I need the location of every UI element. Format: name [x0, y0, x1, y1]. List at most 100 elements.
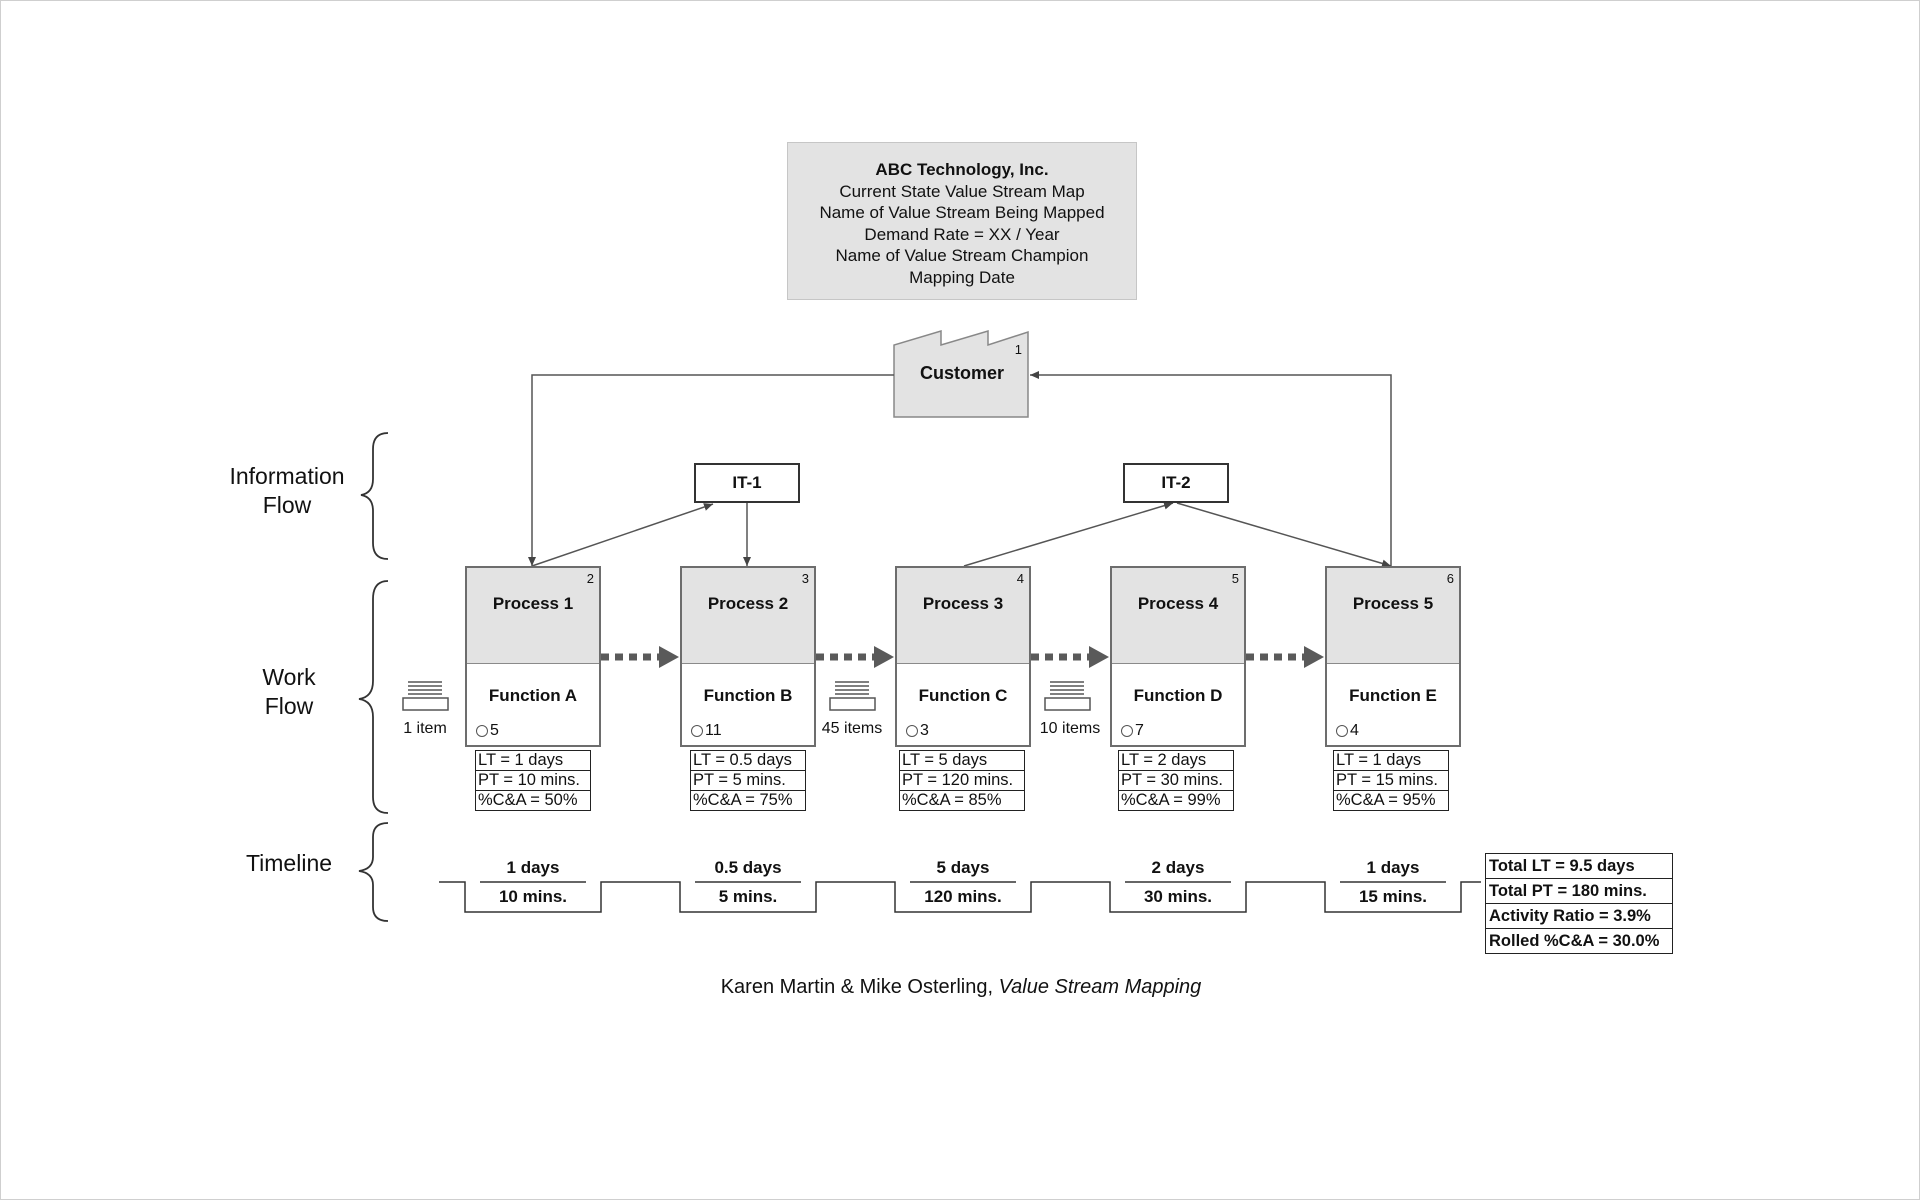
operator-count: 11 [691, 722, 722, 740]
total-process-time: Total PT = 180 mins. [1485, 878, 1673, 904]
push-arrow-1-2 [601, 646, 679, 668]
operator-count-value: 5 [490, 722, 499, 739]
process-time-cell: PT = 15 mins. [1333, 770, 1449, 791]
operator-icon [476, 725, 488, 737]
credit-authors: Karen Martin & Mike Osterling, [720, 976, 999, 998]
operator-count: 3 [906, 722, 929, 740]
process-data-table-4: LT = 2 days PT = 30 mins. %C&A = 99% [1118, 750, 1234, 811]
process-data-table-1: LT = 1 days PT = 10 mins. %C&A = 50% [475, 750, 591, 811]
operator-count-value: 4 [1350, 722, 1359, 739]
timeline-lead-time-5: 1 days [1366, 858, 1420, 877]
operator-icon [906, 725, 918, 737]
customer-label: Customer [919, 363, 1004, 383]
operator-count: 4 [1336, 722, 1359, 740]
customer-number: 1 [1014, 342, 1022, 357]
process-box-5: Process 5 6 Function E 4 [1325, 566, 1461, 747]
operator-icon [691, 725, 703, 737]
process-number: 3 [801, 571, 809, 586]
info-line-customer-to-process-1 [528, 374, 894, 566]
process-function: Function E [1349, 686, 1437, 705]
timeline-process-time-5: 15 mins. [1358, 887, 1428, 906]
source-credit: Karen Martin & Mike Osterling, Value Str… [561, 976, 1361, 999]
process-header [897, 568, 1029, 664]
information-flow-label: Information Flow [207, 462, 367, 520]
process-function: Function A [488, 686, 578, 705]
it-2-box: IT-2 [1123, 463, 1229, 503]
inventory-label-2: 45 items [821, 720, 883, 737]
company-name: ABC Technology, Inc. [875, 160, 1049, 179]
complete-accurate-cell: %C&A = 75% [690, 790, 806, 811]
process-number: 4 [1016, 571, 1024, 586]
process-title: Process 4 [1137, 594, 1219, 613]
complete-accurate-cell: %C&A = 50% [475, 790, 591, 811]
process-header [1112, 568, 1244, 664]
process-function: Function D [1133, 686, 1223, 705]
header-line-1: Current State Value Stream Map [839, 181, 1085, 201]
info-line-process-5-to-customer [1030, 371, 1392, 566]
timeline-lead-time-2: 0.5 days [714, 858, 782, 877]
map-header-box: ABC Technology, Inc. Current State Value… [787, 142, 1137, 300]
process-number: 2 [586, 571, 594, 586]
process-time-cell: PT = 120 mins. [899, 770, 1025, 791]
activity-ratio: Activity Ratio = 3.9% [1485, 903, 1673, 929]
brace-work-flow [358, 580, 389, 814]
header-line-5: Mapping Date [909, 267, 1015, 287]
process-title: Process 3 [922, 594, 1004, 613]
inventory-icon-3 [1044, 681, 1091, 711]
operator-icon [1336, 725, 1348, 737]
process-data-table-3: LT = 5 days PT = 120 mins. %C&A = 85% [899, 750, 1025, 811]
inventory-label-3: 10 items [1039, 720, 1101, 737]
timeline-process-time-2: 5 mins. [718, 887, 778, 906]
timeline-lead-time-3: 5 days [936, 858, 990, 877]
process-box-4: Process 4 5 Function D 7 [1110, 566, 1246, 747]
operator-count-value: 7 [1135, 722, 1144, 739]
info-line-it-2-to-process-5 [1176, 502, 1392, 568]
total-lead-time: Total LT = 9.5 days [1485, 853, 1673, 879]
timeline-label: Timeline [245, 850, 333, 876]
lead-time-cell: LT = 2 days [1118, 750, 1234, 771]
information-flow-label-line-1: Information [229, 463, 345, 489]
inventory-icon-1 [402, 681, 449, 711]
process-function: Function C [918, 686, 1008, 705]
timeline-lead-time-1: 1 days [506, 858, 560, 877]
brace-timeline [358, 822, 389, 922]
operator-count-value: 11 [705, 722, 722, 739]
operator-count: 7 [1121, 722, 1144, 740]
process-header [467, 568, 599, 664]
process-box-2: Process 2 3 Function B 11 [680, 566, 816, 747]
process-header [1327, 568, 1459, 664]
work-flow-label-line-2: Flow [264, 693, 314, 719]
header-line-3: Demand Rate = XX / Year [864, 224, 1060, 244]
process-function: Function B [703, 686, 793, 705]
complete-accurate-cell: %C&A = 99% [1118, 790, 1234, 811]
process-title: Process 2 [707, 594, 789, 613]
information-flow-label-line-2: Flow [262, 492, 312, 518]
work-flow-label-line-1: Work [262, 664, 316, 690]
header-line-4: Name of Value Stream Champion [835, 246, 1089, 265]
timeline-lead-time-4: 2 days [1151, 858, 1205, 877]
it-1-box: IT-1 [694, 463, 800, 503]
process-data-table-5: LT = 1 days PT = 15 mins. %C&A = 95% [1333, 750, 1449, 811]
timeline-process-time-4: 30 mins. [1143, 887, 1213, 906]
lead-time-cell: LT = 1 days [1333, 750, 1449, 771]
lead-time-cell: LT = 5 days [899, 750, 1025, 771]
process-number: 5 [1231, 571, 1239, 586]
process-time-cell: PT = 30 mins. [1118, 770, 1234, 791]
process-header [682, 568, 814, 664]
credit-title: Value Stream Mapping [998, 976, 1202, 998]
info-line-process-3-to-it-2 [963, 501, 1174, 567]
lead-time-cell: LT = 1 days [475, 750, 591, 771]
push-arrow-3-4 [1031, 646, 1109, 668]
process-title: Process 5 [1352, 594, 1434, 613]
brace-information-flow [360, 432, 389, 560]
lead-time-cell: LT = 0.5 days [690, 750, 806, 771]
push-arrow-2-3 [816, 646, 894, 668]
operator-count: 5 [476, 722, 499, 740]
process-data-table-2: LT = 0.5 days PT = 5 mins. %C&A = 75% [690, 750, 806, 811]
customer-factory-shape [893, 329, 1029, 418]
process-box-1: Process 1 2 Function A 5 [465, 566, 601, 747]
timeline-process-time-1: 10 mins. [498, 887, 568, 906]
process-title: Process 1 [492, 594, 574, 613]
